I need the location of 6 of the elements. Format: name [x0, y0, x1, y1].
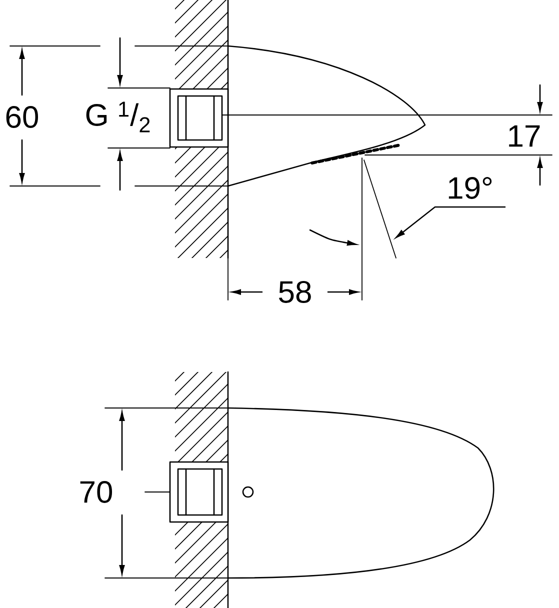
dimension-label: 17 — [509, 125, 540, 147]
dimension-label: 60 — [6, 106, 38, 128]
dimension-label: 19° — [448, 177, 492, 199]
dimension-label: 70 — [80, 481, 112, 503]
dimension-label: 58 — [279, 281, 311, 303]
dimension-label: G $^{1}$/$_{2}$ — [86, 102, 150, 132]
